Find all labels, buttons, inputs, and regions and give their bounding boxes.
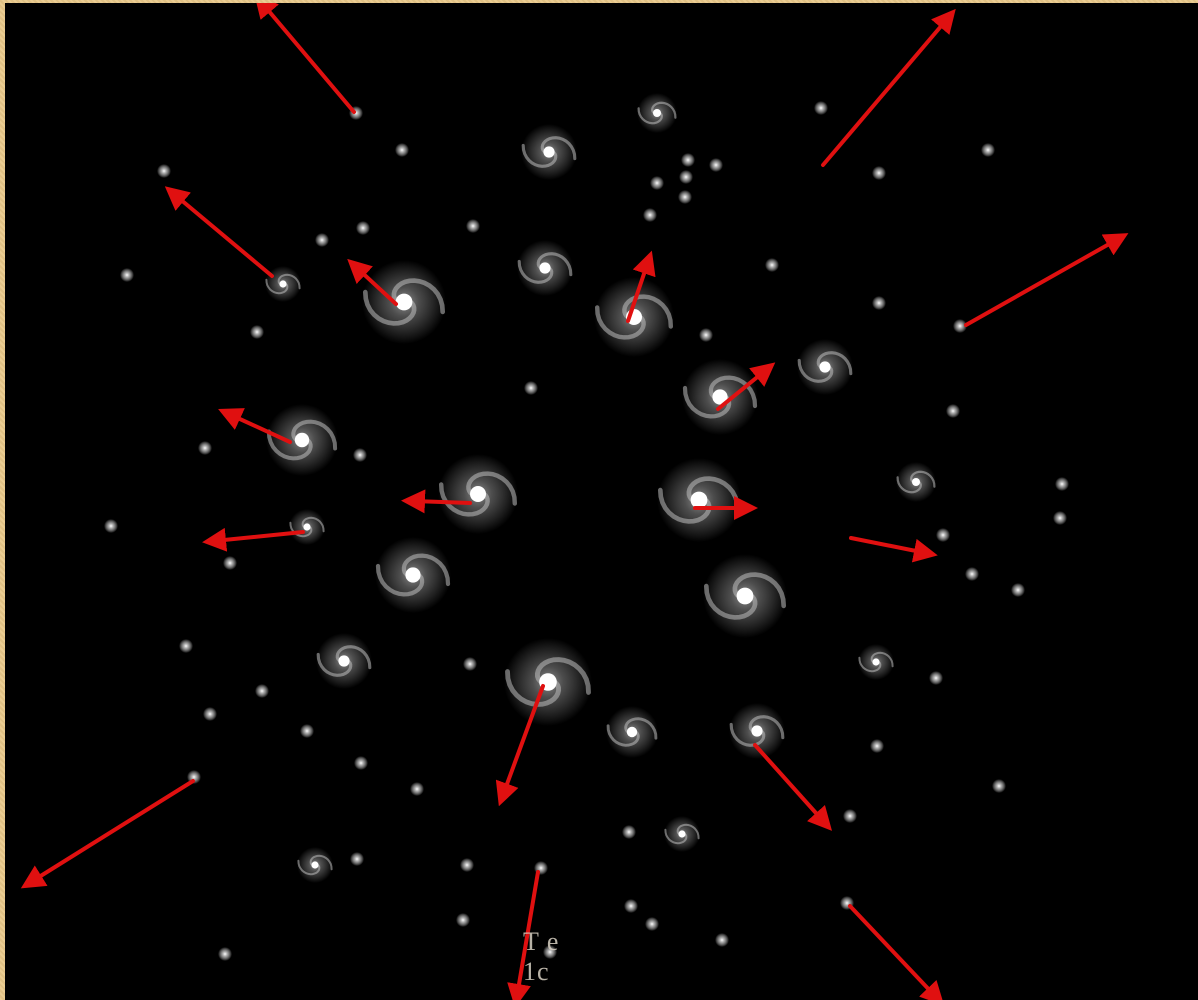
distant-galaxy [463,657,477,671]
distant-galaxy [870,739,884,753]
distant-galaxy [203,707,217,721]
distant-galaxy [395,143,409,157]
spiral-galaxy [657,458,741,542]
recession-velocity-arrow [262,3,354,112]
distant-galaxy [350,852,364,866]
distant-galaxy [699,328,713,342]
distant-galaxy [353,448,367,462]
spiral-galaxy [521,124,577,180]
distant-galaxy [643,208,657,222]
distant-galaxy [681,153,695,167]
spiral-galaxy [858,644,894,680]
distant-galaxy [814,101,828,115]
distant-galaxy [992,779,1006,793]
image-frame: T e 1c [5,3,1198,1000]
distant-galaxy [1053,511,1067,525]
distant-galaxy [679,170,693,184]
distant-galaxy [622,825,636,839]
distant-galaxy [981,143,995,157]
distant-galaxy [157,164,171,178]
spiral-galaxy [266,404,338,476]
distant-galaxy [709,158,723,172]
spiral-galaxy [375,537,451,613]
spiral-galaxy [504,638,592,726]
spiral-galaxy [438,454,518,534]
distant-galaxy [872,296,886,310]
spiral-galaxy [729,703,785,759]
distant-galaxy [356,221,370,235]
distant-galaxy [765,258,779,272]
distant-galaxy [300,724,314,738]
distant-galaxy [946,404,960,418]
distant-galaxy [410,782,424,796]
distant-galaxy [198,441,212,455]
distant-galaxy [255,684,269,698]
distant-galaxy [678,190,692,204]
spiral-galaxy [362,260,446,344]
recession-velocity-arrow [214,532,303,541]
distant-galaxy [466,219,480,233]
recession-velocity-arrow [850,906,936,997]
distant-galaxy [624,899,638,913]
distant-galaxy [456,913,470,927]
recession-velocity-arrow [413,501,470,503]
spiral-galaxy [517,240,573,296]
spiral-galaxy [637,93,677,133]
caption-fragment: T e 1c [523,927,559,987]
distant-galaxy [965,567,979,581]
distant-galaxy [929,671,943,685]
distant-galaxy [872,166,886,180]
distant-galaxy [315,233,329,247]
distant-galaxy [460,858,474,872]
galaxy-field [5,3,1198,1000]
spiral-galaxy [289,509,325,545]
recession-velocity-arrow [966,239,1118,325]
spiral-galaxy [606,706,658,758]
spiral-galaxy [594,277,674,357]
distant-galaxy [650,176,664,190]
distant-galaxy [715,933,729,947]
distant-galaxy [179,639,193,653]
recession-velocity-arrow [174,194,272,276]
spiral-galaxy [682,359,758,435]
distant-galaxy [936,528,950,542]
distant-galaxy [645,917,659,931]
distant-galaxy [1055,477,1069,491]
spiral-galaxy [703,554,787,638]
spiral-galaxy [896,462,936,502]
recession-velocity-arrow [851,538,926,553]
distant-galaxy [354,756,368,770]
distant-galaxy [524,381,538,395]
distant-galaxy [223,556,237,570]
distant-galaxy [104,519,118,533]
spiral-galaxy [316,633,372,689]
distant-galaxy [1011,583,1025,597]
spiral-galaxy [664,816,700,852]
distant-galaxy [843,809,857,823]
spiral-galaxy [797,339,853,395]
distant-galaxy [218,947,232,961]
recession-velocity-arrow [755,745,824,822]
recession-velocity-arrow [823,18,948,165]
spiral-galaxy [265,266,301,302]
recession-velocity-arrow [31,781,193,882]
distant-galaxy [250,325,264,339]
distant-galaxy [120,268,134,282]
spiral-galaxy [297,847,333,883]
